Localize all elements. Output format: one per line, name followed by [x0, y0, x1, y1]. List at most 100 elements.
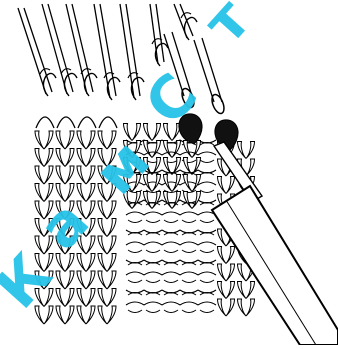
needle-shaft [24, 8, 52, 92]
purl-bump [126, 302, 144, 305]
purl-bump [162, 152, 180, 155]
purl-bump [180, 302, 198, 305]
stitch-loop [99, 117, 117, 128]
knit-stitch-leg [98, 289, 107, 307]
knit-stitch-leg [238, 142, 247, 159]
purl-bump [144, 272, 162, 275]
purl-bump [198, 242, 216, 245]
knit-stitch-leg [218, 264, 227, 281]
purl-bump [146, 263, 160, 266]
purl-bump [144, 242, 162, 245]
purl-bump [164, 280, 178, 283]
purl-bump [146, 310, 160, 313]
knit-stitch-leg [98, 184, 107, 202]
knit-stitch-leg [56, 149, 65, 167]
purl-bump [200, 173, 214, 176]
knit-stitch-leg [86, 184, 95, 202]
purl-bump [126, 212, 144, 215]
knit-stitch-leg [86, 201, 95, 219]
purl-bump [182, 220, 196, 223]
purl-bump [128, 310, 142, 313]
purl-bump [164, 220, 178, 223]
knit-stitch-leg [77, 306, 86, 324]
needle-shaft [202, 38, 222, 102]
knit-stitch-leg [152, 124, 161, 141]
knit-stitch-leg [238, 299, 247, 316]
purl-bump [200, 280, 214, 283]
purl-bump [182, 280, 196, 283]
purl-bump [180, 212, 198, 215]
purl-bump [200, 220, 214, 223]
knit-stitch-leg [107, 201, 116, 219]
knit-stitch-leg [35, 149, 44, 167]
knit-stitch-leg [86, 306, 95, 324]
purl-bump [198, 272, 216, 275]
knit-stitch-leg [218, 229, 227, 246]
knit-stitch-leg [77, 271, 86, 289]
knit-stitch-leg [218, 282, 227, 299]
purl-bump [182, 293, 196, 296]
stitch-loop [57, 117, 75, 128]
purl-bump [198, 182, 216, 185]
purl-bump [180, 272, 198, 275]
knit-stitch-leg [107, 306, 116, 324]
knit-stitch-leg [35, 131, 44, 149]
knit-stitch-leg [56, 131, 65, 149]
purl-bump [146, 280, 160, 283]
knit-stitch-leg [107, 236, 116, 254]
knit-stitch-leg [35, 236, 44, 254]
purl-bump [128, 220, 142, 223]
knit-stitch-leg [246, 159, 255, 176]
needle-shaft [18, 8, 46, 94]
knit-stitch-leg [226, 177, 235, 194]
knit-stitch-leg [56, 254, 65, 272]
knit-stitch-leg [246, 282, 255, 299]
purl-bump [200, 233, 214, 236]
purl-bump [164, 233, 178, 236]
knit-stitch-leg [86, 271, 95, 289]
purl-bump [200, 190, 214, 193]
knit-stitch-leg [44, 131, 53, 149]
purl-bump [128, 233, 142, 236]
knit-stitch-leg [246, 142, 255, 159]
knit-stitch-leg [98, 271, 107, 289]
purl-bump [146, 250, 160, 253]
purl-bump [126, 272, 144, 275]
knit-stitch-leg [107, 289, 116, 307]
knit-stitch-leg [56, 166, 65, 184]
purl-bump [162, 212, 180, 215]
knit-stitch-leg [132, 124, 141, 141]
purl-bump [162, 272, 180, 275]
purl-bump [128, 263, 142, 266]
knit-stitch-leg [172, 175, 181, 192]
purl-bump [146, 220, 160, 223]
knit-stitch-leg [98, 254, 107, 272]
purl-bump [164, 310, 178, 313]
purl-bump [180, 242, 198, 245]
knit-stitch-leg [144, 124, 153, 141]
knit-stitch-leg [107, 271, 116, 289]
purl-bump [200, 293, 214, 296]
knit-stitch-leg [65, 131, 74, 149]
purl-bump [164, 293, 178, 296]
knit-stitch-leg [77, 289, 86, 307]
knit-stitch-leg [226, 282, 235, 299]
knit-stitch-leg [226, 299, 235, 316]
purl-bump [128, 293, 142, 296]
purl-bump [162, 302, 180, 305]
knit-stitch-leg [35, 166, 44, 184]
knit-stitch-leg [65, 184, 74, 202]
needle-hook [210, 93, 227, 115]
knit-stitch-leg [65, 306, 74, 324]
purl-bump [182, 250, 196, 253]
knit-stitch-leg [218, 299, 227, 316]
purl-bump [128, 250, 142, 253]
knit-stitch-leg [192, 192, 201, 209]
purl-bump [144, 212, 162, 215]
knit-stitch-leg [44, 306, 53, 324]
purl-bump [198, 152, 216, 155]
needle-shaft [42, 4, 67, 94]
purl-bump [200, 160, 214, 163]
knit-stitch-leg [98, 201, 107, 219]
